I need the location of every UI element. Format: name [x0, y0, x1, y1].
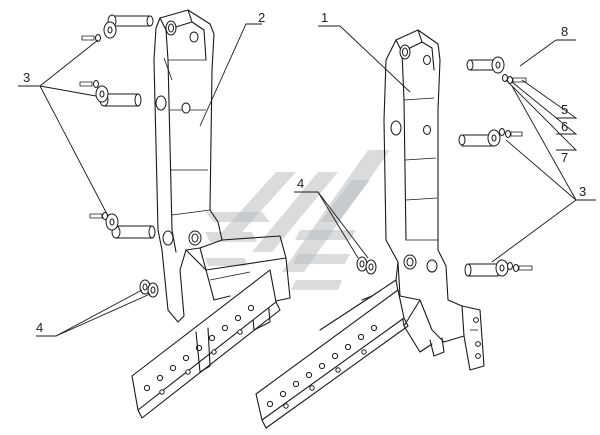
callout-4-center: 4 — [297, 176, 304, 191]
callout-7: 7 — [561, 150, 568, 165]
callout-3-left: 3 — [23, 70, 30, 85]
left-frame-part — [131, 9, 291, 419]
left-bushings — [139, 279, 159, 298]
left-pin-top — [81, 14, 154, 42]
left-pin-bottom — [89, 212, 156, 239]
right-pin-top — [466, 56, 527, 84]
callout-8: 8 — [561, 24, 568, 39]
right-pin-second — [458, 128, 523, 147]
right-pin-bottom — [464, 259, 533, 277]
left-pin-middle — [79, 80, 142, 107]
leader-lines — [18, 23, 596, 337]
callout-6: 6 — [561, 119, 568, 134]
callout-4-left: 4 — [36, 320, 43, 335]
callout-2: 2 — [258, 10, 265, 25]
callout-1: 1 — [321, 10, 328, 25]
center-bushings — [356, 256, 377, 275]
right-frame-part — [255, 29, 485, 429]
callout-3-right: 3 — [579, 184, 586, 199]
callout-labels: 1 2 3 3 4 4 5 6 7 8 — [23, 10, 586, 335]
callout-5: 5 — [561, 102, 568, 117]
